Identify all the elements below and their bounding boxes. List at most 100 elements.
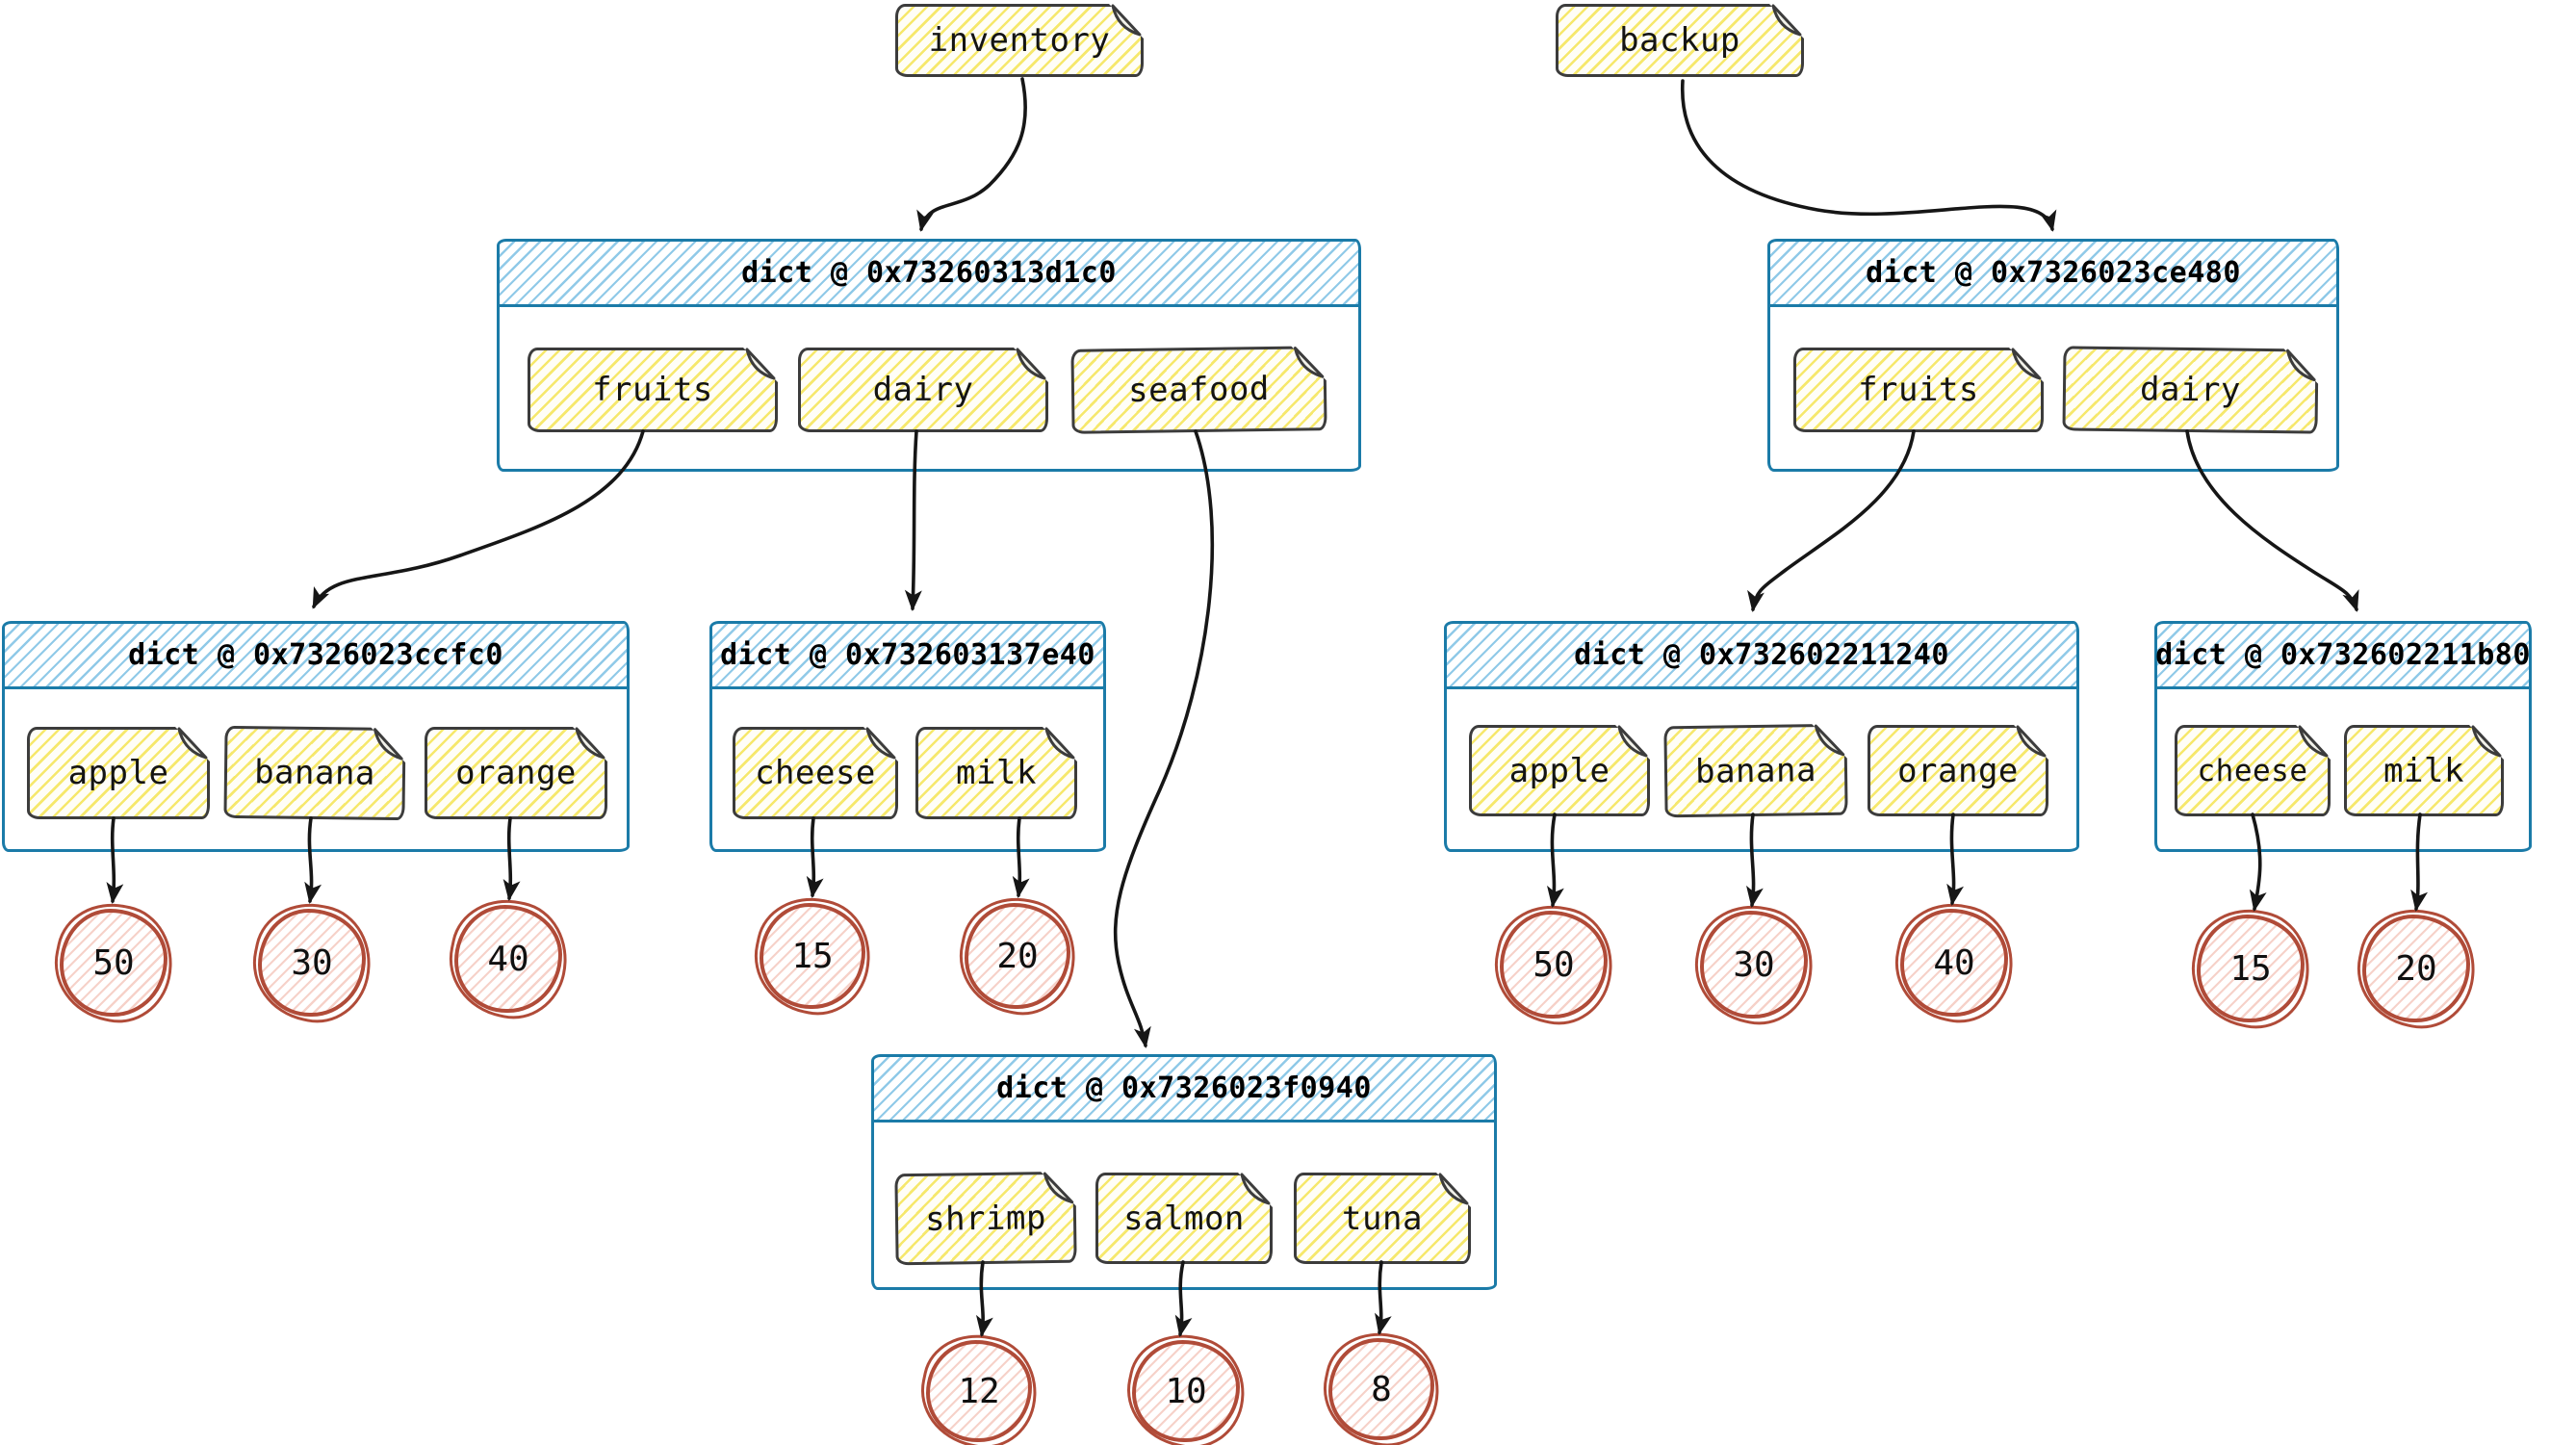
dict-header: dict @ 0x732602211b80 <box>2155 624 2531 689</box>
value-circle-10: 10 <box>1132 1340 1240 1442</box>
folded-corner-icon <box>1290 345 1327 382</box>
key-note-seafood: seafood <box>1070 345 1327 434</box>
folded-corner-icon <box>1108 3 1145 39</box>
key-label: shrimp <box>924 1198 1047 1239</box>
value-circle-40: 40 <box>454 905 562 1013</box>
folded-corner-icon <box>2008 347 2045 383</box>
folded-corner-icon <box>1040 1170 1077 1207</box>
dict-backup-fruits: dict @ 0x732602211240 apple banana orang… <box>1444 621 2079 852</box>
key-label: orange <box>455 754 577 792</box>
folded-corner-icon <box>1042 726 1078 762</box>
key-label: banana <box>253 753 376 793</box>
key-label: milk <box>2383 751 2464 790</box>
dict-title: dict @ 0x7326023ccfc0 <box>128 638 503 672</box>
value-number: 40 <box>487 939 529 979</box>
key-note-orange: orange <box>1868 724 2049 816</box>
value-number: 50 <box>92 942 135 983</box>
key-label: dairy <box>2139 370 2242 410</box>
key-note-milk: milk <box>2344 724 2505 816</box>
key-label: banana <box>1694 750 1817 791</box>
variable-note-backup: backup <box>1556 3 1805 77</box>
folded-corner-icon <box>1811 722 1848 760</box>
dict-backup: dict @ 0x7326023ce480 fruits dairy <box>1767 239 2339 472</box>
value-circle-8: 8 <box>1328 1338 1434 1440</box>
dict-header: dict @ 0x7326023ccfc0 <box>5 624 627 689</box>
value-circle-50: 50 <box>1500 911 1608 1019</box>
key-label: fruits <box>592 371 713 409</box>
value-circle-20: 20 <box>2362 915 2470 1022</box>
key-note-fruits: fruits <box>528 347 779 432</box>
dict-title: dict @ 0x73260313d1c0 <box>741 256 1117 290</box>
key-note-dairy: dairy <box>798 347 1049 432</box>
folded-corner-icon <box>2468 724 2505 761</box>
variable-note-inventory: inventory <box>895 3 1145 77</box>
key-note-dairy: dairy <box>2062 346 2320 434</box>
arrow-backup-to-dict <box>1681 79 2057 232</box>
key-note-milk: milk <box>915 726 1078 819</box>
value-number: 40 <box>1933 942 1975 983</box>
key-note-cheese: cheese <box>2175 724 2331 816</box>
value-number: 15 <box>791 936 834 976</box>
key-label: cheese <box>755 754 876 792</box>
key-label: orange <box>1897 751 2019 790</box>
folded-corner-icon <box>2013 724 2049 761</box>
value-circle-15: 15 <box>2197 915 2305 1022</box>
value-number: 30 <box>291 942 333 983</box>
folded-corner-icon <box>572 726 608 762</box>
folded-corner-icon <box>1435 1172 1472 1208</box>
variable-label: backup <box>1619 21 1740 60</box>
key-note-salmon: salmon <box>1095 1172 1274 1264</box>
dict-header: dict @ 0x732603137e40 <box>712 624 1103 689</box>
dict-title: dict @ 0x732603137e40 <box>720 638 1095 672</box>
key-note-apple: apple <box>1469 724 1651 816</box>
key-note-cheese: cheese <box>733 726 899 819</box>
dict-inventory-dairy: dict @ 0x732603137e40 cheese milk <box>709 621 1106 852</box>
key-note-apple: apple <box>27 726 211 819</box>
value-number: 20 <box>2395 948 2437 989</box>
key-label: tuna <box>1342 1199 1423 1238</box>
dict-title: dict @ 0x7326023ce480 <box>1866 256 2241 290</box>
folded-corner-icon <box>1768 3 1805 39</box>
value-circle-40: 40 <box>1900 909 2008 1017</box>
key-note-banana: banana <box>223 725 407 821</box>
value-circle-50: 50 <box>60 909 167 1017</box>
folded-corner-icon <box>174 726 211 762</box>
value-circle-12: 12 <box>926 1340 1032 1442</box>
folded-corner-icon <box>1013 347 1049 383</box>
value-number: 50 <box>1533 944 1575 985</box>
folded-corner-icon <box>2282 348 2320 385</box>
folded-corner-icon <box>863 726 899 762</box>
key-note-banana: banana <box>1663 722 1848 818</box>
key-label: salmon <box>1123 1199 1245 1238</box>
dict-inventory-seafood: dict @ 0x7326023f0940 shrimp salmon tuna <box>871 1054 1497 1290</box>
value-number: 8 <box>1371 1369 1392 1409</box>
dict-header: dict @ 0x7326023f0940 <box>874 1057 1494 1122</box>
folded-corner-icon <box>370 726 407 764</box>
folded-corner-icon <box>1614 724 1651 761</box>
arrow-seafood-to-dict <box>1113 429 1215 1048</box>
dict-title: dict @ 0x732602211240 <box>1574 638 1949 672</box>
dict-header: dict @ 0x73260313d1c0 <box>500 242 1358 307</box>
dict-title: dict @ 0x7326023f0940 <box>996 1071 1372 1105</box>
folded-corner-icon <box>742 347 779 383</box>
value-circle-30: 30 <box>258 909 366 1017</box>
key-note-orange: orange <box>425 726 608 819</box>
dict-header: dict @ 0x732602211240 <box>1447 624 2076 689</box>
key-label: dairy <box>872 371 974 409</box>
folded-corner-icon <box>1237 1172 1274 1208</box>
value-number: 15 <box>2229 948 2272 989</box>
dict-header: dict @ 0x7326023ce480 <box>1770 242 2336 307</box>
key-label: apple <box>1508 751 1610 790</box>
key-label: milk <box>956 754 1037 792</box>
key-label: apple <box>67 754 169 792</box>
value-circle-20: 20 <box>965 903 1070 1009</box>
folded-corner-icon <box>2295 724 2331 761</box>
key-note-fruits: fruits <box>1793 347 2045 432</box>
value-number: 20 <box>996 936 1039 976</box>
key-note-tuna: tuna <box>1294 1172 1472 1264</box>
key-label: seafood <box>1127 369 1271 411</box>
dict-title: dict @ 0x732602211b80 <box>2155 638 2531 672</box>
key-label: fruits <box>1858 371 1979 409</box>
dict-inventory-fruits: dict @ 0x7326023ccfc0 apple banana orang… <box>2 621 630 852</box>
